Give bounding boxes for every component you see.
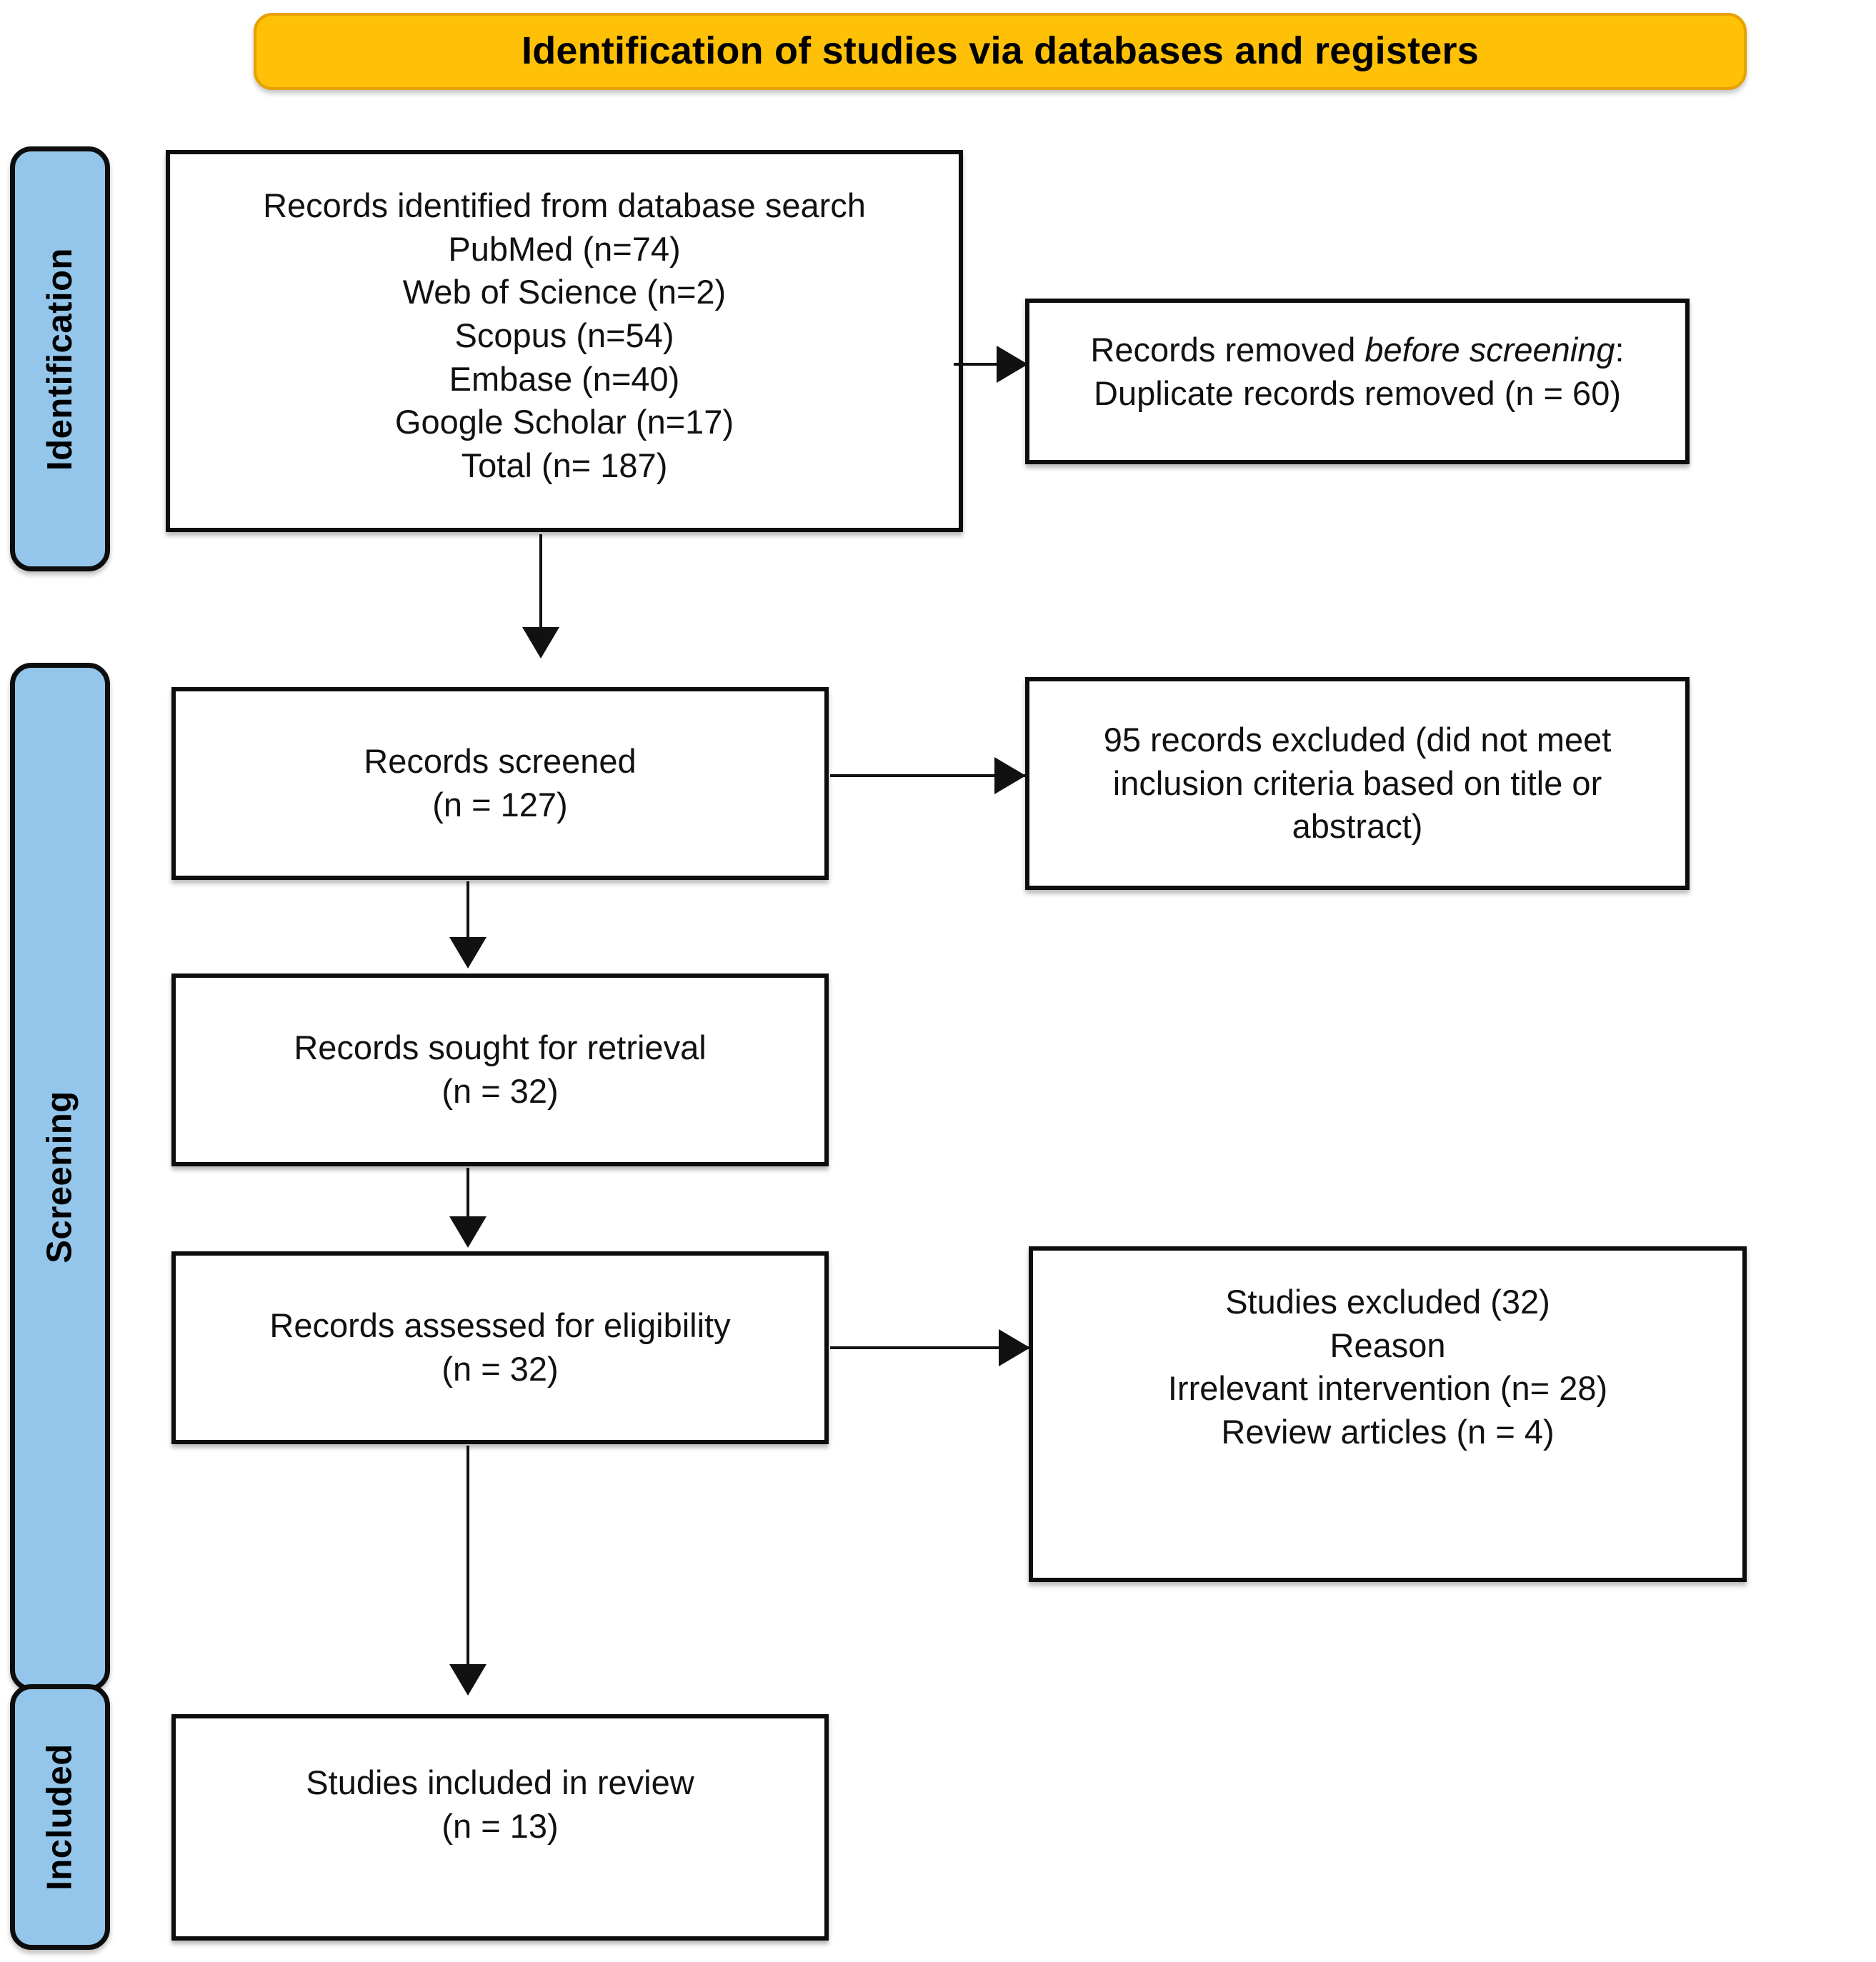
arrowhead-assessed-to-excluded — [999, 1329, 1030, 1366]
arrowhead-identified-to-screened — [522, 627, 559, 659]
studies-excluded-reason-1: Irrelevant intervention (n= 28) — [1167, 1369, 1608, 1408]
connector-sought-to-assessed — [466, 1168, 469, 1225]
box-records-identified: Records identified from database search … — [166, 150, 963, 532]
studies-excluded-reason: Reason — [1329, 1326, 1446, 1364]
records-assessed-count: (n = 32) — [441, 1350, 559, 1388]
stage-bar-screening: Screening — [10, 663, 110, 1691]
stage-bar-included: Included — [10, 1684, 110, 1950]
records-removed-emphasis: before screening — [1364, 331, 1615, 369]
box-records-sought: Records sought for retrieval (n = 32) — [171, 974, 829, 1166]
stage-label-included: Included — [41, 1743, 79, 1891]
box-records-screened: Records screened (n = 127) — [171, 687, 829, 880]
records-sought-count: (n = 32) — [441, 1072, 559, 1110]
connector-assessed-to-excluded — [830, 1346, 1030, 1349]
diagram-title-banner: Identification of studies via databases … — [254, 13, 1747, 90]
arrowhead-identified-to-removed — [997, 346, 1028, 383]
records-identified-embase: Embase (n=40) — [449, 359, 680, 398]
records-screened-heading: Records screened — [364, 742, 637, 781]
records-sought-heading: Records sought for retrieval — [294, 1028, 707, 1067]
records-identified-wos: Web of Science (n=2) — [402, 273, 727, 311]
studies-excluded-heading: Studies excluded (32) — [1225, 1283, 1550, 1321]
records-removed-duplicates: Duplicate records removed (n = 60) — [1094, 374, 1621, 412]
studies-included-count: (n = 13) — [441, 1806, 559, 1845]
arrowhead-screened-to-excluded — [994, 757, 1026, 794]
records-identified-pubmed: PubMed (n=74) — [448, 229, 681, 268]
connector-identified-to-removed — [954, 363, 1018, 366]
records-screened-count: (n = 127) — [432, 786, 568, 824]
diagram-title-text: Identification of studies via databases … — [522, 29, 1479, 73]
connector-screened-to-sought — [466, 881, 469, 946]
connector-assessed-to-included — [466, 1446, 469, 1667]
stage-bar-identification: Identification — [10, 146, 110, 571]
records-identified-scholar: Google Scholar (n=17) — [394, 403, 734, 441]
box-studies-excluded-32: Studies excluded (32) Reason Irrelevant … — [1029, 1246, 1747, 1582]
connector-screened-to-excluded — [830, 774, 1027, 777]
stage-label-identification: Identification — [41, 247, 80, 471]
arrowhead-sought-to-assessed — [449, 1216, 487, 1248]
records-removed-suffix: : — [1615, 331, 1625, 369]
records-removed-prefix: Records removed — [1090, 331, 1365, 369]
stage-label-screening: Screening — [41, 1091, 80, 1263]
box-records-excluded-95: 95 records excluded (did not meet inclus… — [1025, 677, 1690, 890]
arrowhead-assessed-to-included — [449, 1664, 487, 1696]
box-records-assessed: Records assessed for eligibility (n = 32… — [171, 1251, 829, 1444]
records-identified-total: Total (n= 187) — [461, 446, 668, 484]
box-studies-included: Studies included in review (n = 13) — [171, 1714, 829, 1941]
box-records-removed: Records removed before screening: Duplic… — [1025, 299, 1690, 464]
records-assessed-heading: Records assessed for eligibility — [269, 1306, 731, 1345]
records-identified-heading: Records identified from database search — [263, 186, 866, 224]
connector-identified-to-screened — [539, 534, 542, 641]
studies-included-heading: Studies included in review — [306, 1763, 694, 1801]
studies-excluded-reason-2: Review articles (n = 4) — [1221, 1412, 1555, 1451]
records-identified-scopus: Scopus (n=54) — [454, 316, 674, 354]
records-removed-heading: Records removed before screening: — [1051, 329, 1664, 372]
records-excluded-95-text: 95 records excluded (did not meet inclus… — [1103, 721, 1612, 846]
arrowhead-screened-to-sought — [449, 937, 487, 969]
